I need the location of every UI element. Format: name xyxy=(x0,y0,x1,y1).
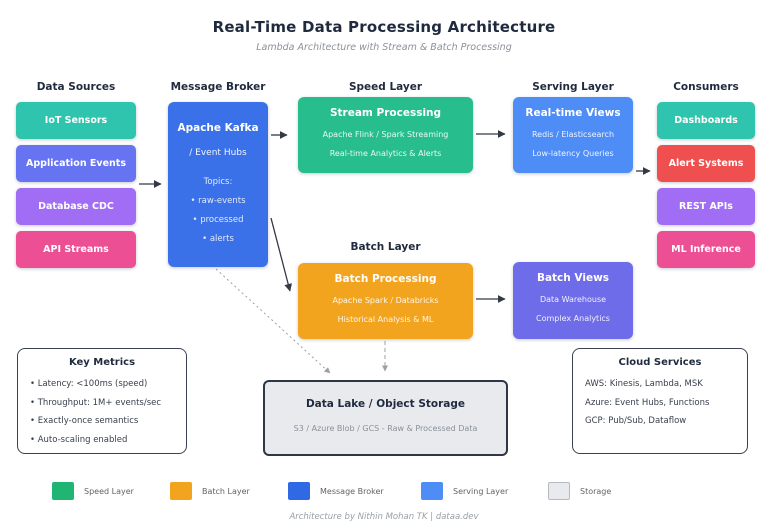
batch-title: Batch Processing xyxy=(334,273,437,285)
batch-tech: Apache Spark / Databricks xyxy=(332,296,439,305)
legend-label-speed: Speed Layer xyxy=(84,487,134,496)
stream-title: Stream Processing xyxy=(329,107,442,119)
batch-views-purpose: Complex Analytics xyxy=(536,314,610,323)
legend-swatch-speed xyxy=(52,482,74,500)
metric-semantics: • Exactly-once semantics xyxy=(30,416,139,426)
legend-swatch-broker xyxy=(288,482,310,500)
kafka-subtitle: / Event Hubs xyxy=(189,148,247,158)
legend-label-broker: Message Broker xyxy=(320,487,384,496)
serving-tech: Redis / Elasticsearch xyxy=(531,130,615,139)
metric-latency: • Latency: <100ms (speed) xyxy=(30,379,148,389)
legend-swatch-storage xyxy=(548,482,570,500)
batch-purpose: Historical Analysis & ML xyxy=(337,315,434,324)
legend-label-batch: Batch Layer xyxy=(202,487,250,496)
stream-purpose: Real-time Analytics & Alerts xyxy=(329,149,442,158)
batch-views-title: Batch Views xyxy=(536,272,610,284)
node-stream-processing: Stream Processing Apache Flink / Spark S… xyxy=(298,97,473,173)
cloud-aws: AWS: Kinesis, Lambda, MSK xyxy=(585,379,703,389)
header-speed-layer: Speed Layer xyxy=(348,81,423,93)
key-metrics-panel: Key Metrics • Latency: <100ms (speed) • … xyxy=(17,348,187,454)
node-api-streams: API Streams xyxy=(16,231,136,268)
stream-tech: Apache Flink / Spark Streaming xyxy=(322,130,449,139)
cloud-gcp: GCP: Pub/Sub, Dataflow xyxy=(585,416,687,426)
data-lake-title: Data Lake / Object Storage xyxy=(305,398,466,410)
key-metrics-title: Key Metrics xyxy=(68,357,136,368)
legend-label-storage: Storage xyxy=(580,487,612,496)
node-alert-systems: Alert Systems xyxy=(657,145,755,182)
metric-throughput: • Throughput: 1M+ events/sec xyxy=(30,398,162,408)
node-realtime-views: Real-time Views Redis / Elasticsearch Lo… xyxy=(513,97,633,173)
kafka-title: Apache Kafka xyxy=(177,122,259,134)
node-iot-sensors: IoT Sensors xyxy=(16,102,136,139)
kafka-topics-label: Topics: xyxy=(203,177,233,187)
cloud-services-panel: Cloud Services AWS: Kinesis, Lambda, MSK… xyxy=(572,348,748,454)
legend-label-serving: Serving Layer xyxy=(453,487,509,496)
header-serving-layer: Serving Layer xyxy=(532,81,614,93)
header-consumers: Consumers xyxy=(673,81,739,93)
kafka-topic-processed: • processed xyxy=(192,215,244,225)
node-dashboards: Dashboards xyxy=(657,102,755,139)
legend-swatch-serving xyxy=(421,482,443,500)
node-batch-views: Batch Views Data Warehouse Complex Analy… xyxy=(513,262,633,339)
cloud-services-title: Cloud Services xyxy=(618,357,702,368)
data-lake-subtitle: S3 / Azure Blob / GCS - Raw & Processed … xyxy=(293,424,478,433)
legend-swatch-batch xyxy=(170,482,192,500)
node-ml-inference: ML Inference xyxy=(657,231,755,268)
cloud-azure: Azure: Event Hubs, Functions xyxy=(585,398,710,408)
serving-purpose: Low-latency Queries xyxy=(532,149,614,158)
node-database-cdc: Database CDC xyxy=(16,188,136,225)
node-rest-apis: REST APIs xyxy=(657,188,755,225)
node-data-lake: Data Lake / Object Storage S3 / Azure Bl… xyxy=(263,380,508,456)
batch-views-tech: Data Warehouse xyxy=(539,295,607,304)
page-subtitle: Lambda Architecture with Stream & Batch … xyxy=(256,42,512,53)
node-apache-kafka: Apache Kafka / Event Hubs Topics: • raw-… xyxy=(168,102,268,267)
metric-autoscaling: • Auto-scaling enabled xyxy=(30,435,128,445)
arrow-broker-to-batch xyxy=(270,217,292,292)
node-batch-processing: Batch Processing Apache Spark / Databric… xyxy=(298,263,473,339)
header-message-broker: Message Broker xyxy=(170,81,266,93)
kafka-topic-alerts: • alerts xyxy=(202,234,234,244)
kafka-topic-raw-events: • raw-events xyxy=(190,196,246,206)
page-title: Real-Time Data Processing Architecture xyxy=(212,18,556,36)
node-application-events: Application Events xyxy=(16,145,136,182)
footer-credit: Architecture by Nithin Mohan TK | dataa.… xyxy=(289,512,479,522)
header-batch-layer: Batch Layer xyxy=(350,241,421,253)
header-data-sources: Data Sources xyxy=(36,81,116,93)
serving-title: Real-time Views xyxy=(525,107,621,119)
